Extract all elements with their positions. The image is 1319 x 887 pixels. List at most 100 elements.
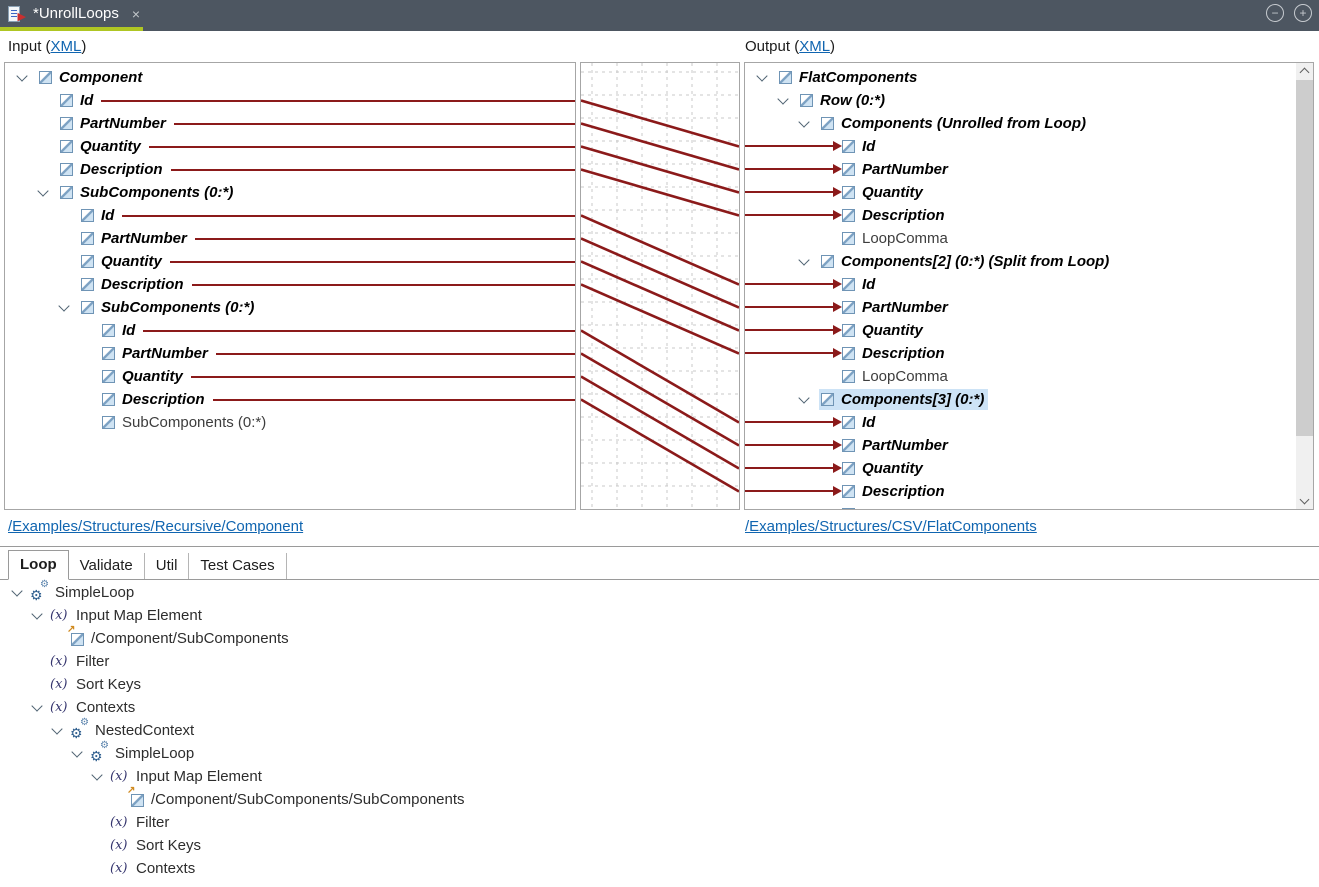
tree-item[interactable]: Id: [840, 412, 879, 433]
mapping-connection-line[interactable]: [581, 283, 739, 355]
tree-row[interactable]: Description: [5, 273, 575, 296]
scroll-thumb[interactable]: [1296, 80, 1313, 436]
tree-row[interactable]: Component: [5, 66, 575, 89]
output-scrollbar[interactable]: [1296, 63, 1313, 509]
tree-item[interactable]: Quantity: [840, 182, 927, 203]
tree-item[interactable]: PartNumber: [100, 343, 212, 364]
tab-validate[interactable]: Validate: [69, 553, 145, 579]
expand-slot[interactable]: [90, 769, 110, 781]
tree-row[interactable]: Id: [5, 204, 575, 227]
tree-item[interactable]: PartNumber: [840, 435, 952, 456]
output-xml-link[interactable]: XML: [799, 38, 831, 55]
tree-item[interactable]: Quantity: [840, 320, 927, 341]
expand-slot[interactable]: [36, 185, 58, 197]
mapping-connection-line[interactable]: [581, 145, 739, 194]
tree-row[interactable]: PartNumber: [745, 158, 1313, 181]
output-source-link[interactable]: /Examples/Structures/CSV/FlatComponents: [745, 518, 1037, 535]
tree-row[interactable]: (x)Filter: [0, 811, 1319, 834]
tree-row[interactable]: PartNumber: [745, 296, 1313, 319]
tree-row[interactable]: PartNumber: [745, 434, 1313, 457]
tree-row[interactable]: Id: [5, 89, 575, 112]
tab-close-icon[interactable]: ×: [131, 5, 141, 22]
tree-row[interactable]: Description: [745, 342, 1313, 365]
mapping-connection-line[interactable]: [581, 99, 739, 148]
tree-row[interactable]: Id: [745, 135, 1313, 158]
tree-row[interactable]: (x)Contexts: [0, 696, 1319, 719]
tree-row[interactable]: PartNumber: [5, 112, 575, 135]
tree-row[interactable]: Components[2] (0:*) (Split from Loop): [745, 250, 1313, 273]
mapping-connection-line[interactable]: [581, 375, 739, 470]
tree-item[interactable]: Component: [37, 67, 146, 88]
tree-item[interactable]: SubComponents (0:*): [79, 297, 258, 318]
mapping-connection-line[interactable]: [581, 168, 739, 217]
tree-item[interactable]: LoopComma: [840, 228, 952, 249]
tree-row[interactable]: Quantity: [745, 181, 1313, 204]
tree-item[interactable]: LoopComma: [840, 366, 952, 387]
tree-item[interactable]: Quantity: [58, 136, 145, 157]
tree-row[interactable]: Id: [745, 411, 1313, 434]
tree-item[interactable]: PartNumber: [840, 159, 952, 180]
scroll-down-button[interactable]: [1296, 493, 1313, 509]
mapping-connection-line[interactable]: [581, 260, 739, 332]
tree-item[interactable]: Id: [79, 205, 118, 226]
mapping-connection-line[interactable]: [581, 329, 739, 424]
tree-row[interactable]: (x)Sort Keys: [0, 673, 1319, 696]
tree-item[interactable]: Quantity: [100, 366, 187, 387]
tree-item[interactable]: Id: [840, 274, 879, 295]
tree-row[interactable]: SubComponents (0:*): [5, 296, 575, 319]
tree-row[interactable]: (x)Filter: [0, 650, 1319, 673]
tree-row[interactable]: (x)Contexts: [0, 857, 1319, 880]
expand-slot[interactable]: [30, 700, 50, 712]
tree-row[interactable]: SubComponents (0:*): [5, 181, 575, 204]
tree-row[interactable]: PartNumber: [5, 227, 575, 250]
tree-row[interactable]: Row (0:*): [745, 89, 1313, 112]
tree-item[interactable]: FlatComponents: [777, 67, 921, 88]
mapping-connection-line[interactable]: [581, 352, 739, 447]
tree-row[interactable]: Description: [745, 204, 1313, 227]
mapping-connection-line[interactable]: [581, 214, 739, 286]
mapping-connection-line[interactable]: [581, 237, 739, 309]
tree-row[interactable]: LoopComma: [745, 365, 1313, 388]
expand-slot[interactable]: [57, 300, 79, 312]
tree-item[interactable]: Row (0:*): [798, 90, 889, 111]
tab-test-cases[interactable]: Test Cases: [189, 553, 287, 579]
tree-row[interactable]: Description: [5, 158, 575, 181]
tree-row[interactable]: Quantity: [5, 365, 575, 388]
tree-item[interactable]: Description: [79, 274, 188, 295]
tree-item[interactable]: Description: [840, 205, 949, 226]
tree-row[interactable]: Id: [745, 273, 1313, 296]
tab-loop[interactable]: Loop: [8, 550, 69, 580]
tree-item[interactable]: Description: [840, 481, 949, 502]
zoom-in-button[interactable]: +: [1294, 4, 1312, 22]
tree-row[interactable]: Description: [745, 480, 1313, 503]
expand-slot[interactable]: [70, 746, 90, 758]
tree-row[interactable]: Id: [5, 319, 575, 342]
tree-row[interactable]: ⚙⚙SimpleLoop: [0, 740, 1319, 765]
tree-row[interactable]: ↗/Component/SubComponents: [0, 624, 1319, 650]
tree-item[interactable]: Components[2] (0:*) (Split from Loop): [819, 251, 1113, 272]
tree-item[interactable]: SubComponents (0:*): [100, 412, 270, 433]
tree-row[interactable]: ⚙⚙NestedContext: [0, 717, 1319, 742]
tree-item[interactable]: PartNumber: [79, 228, 191, 249]
document-tab[interactable]: ▶ *UnrollLoops ×: [0, 0, 152, 27]
tree-row[interactable]: Quantity: [745, 319, 1313, 342]
tree-row[interactable]: Description: [5, 388, 575, 411]
tree-item[interactable]: Description: [100, 389, 209, 410]
expand-slot[interactable]: [776, 93, 798, 105]
tree-item[interactable]: Quantity: [79, 251, 166, 272]
expand-slot[interactable]: [755, 70, 777, 82]
tree-row[interactable]: LoopComma: [745, 227, 1313, 250]
tree-row[interactable]: Components[3] (0:*): [745, 388, 1313, 411]
tree-row[interactable]: PartNumber: [5, 342, 575, 365]
tree-item[interactable]: Id: [58, 90, 97, 111]
mapping-canvas[interactable]: [580, 62, 740, 510]
tree-item[interactable]: SubComponents (0:*): [58, 182, 237, 203]
tree-item[interactable]: Quantity: [840, 458, 927, 479]
expand-slot[interactable]: [797, 116, 819, 128]
tree-item[interactable]: Id: [840, 136, 879, 157]
tree-row[interactable]: Components (Unrolled from Loop): [745, 112, 1313, 135]
tree-item[interactable]: Id: [100, 320, 139, 341]
scroll-up-button[interactable]: [1296, 63, 1313, 79]
expand-slot[interactable]: [10, 585, 30, 597]
mapping-connection-line[interactable]: [581, 398, 739, 493]
